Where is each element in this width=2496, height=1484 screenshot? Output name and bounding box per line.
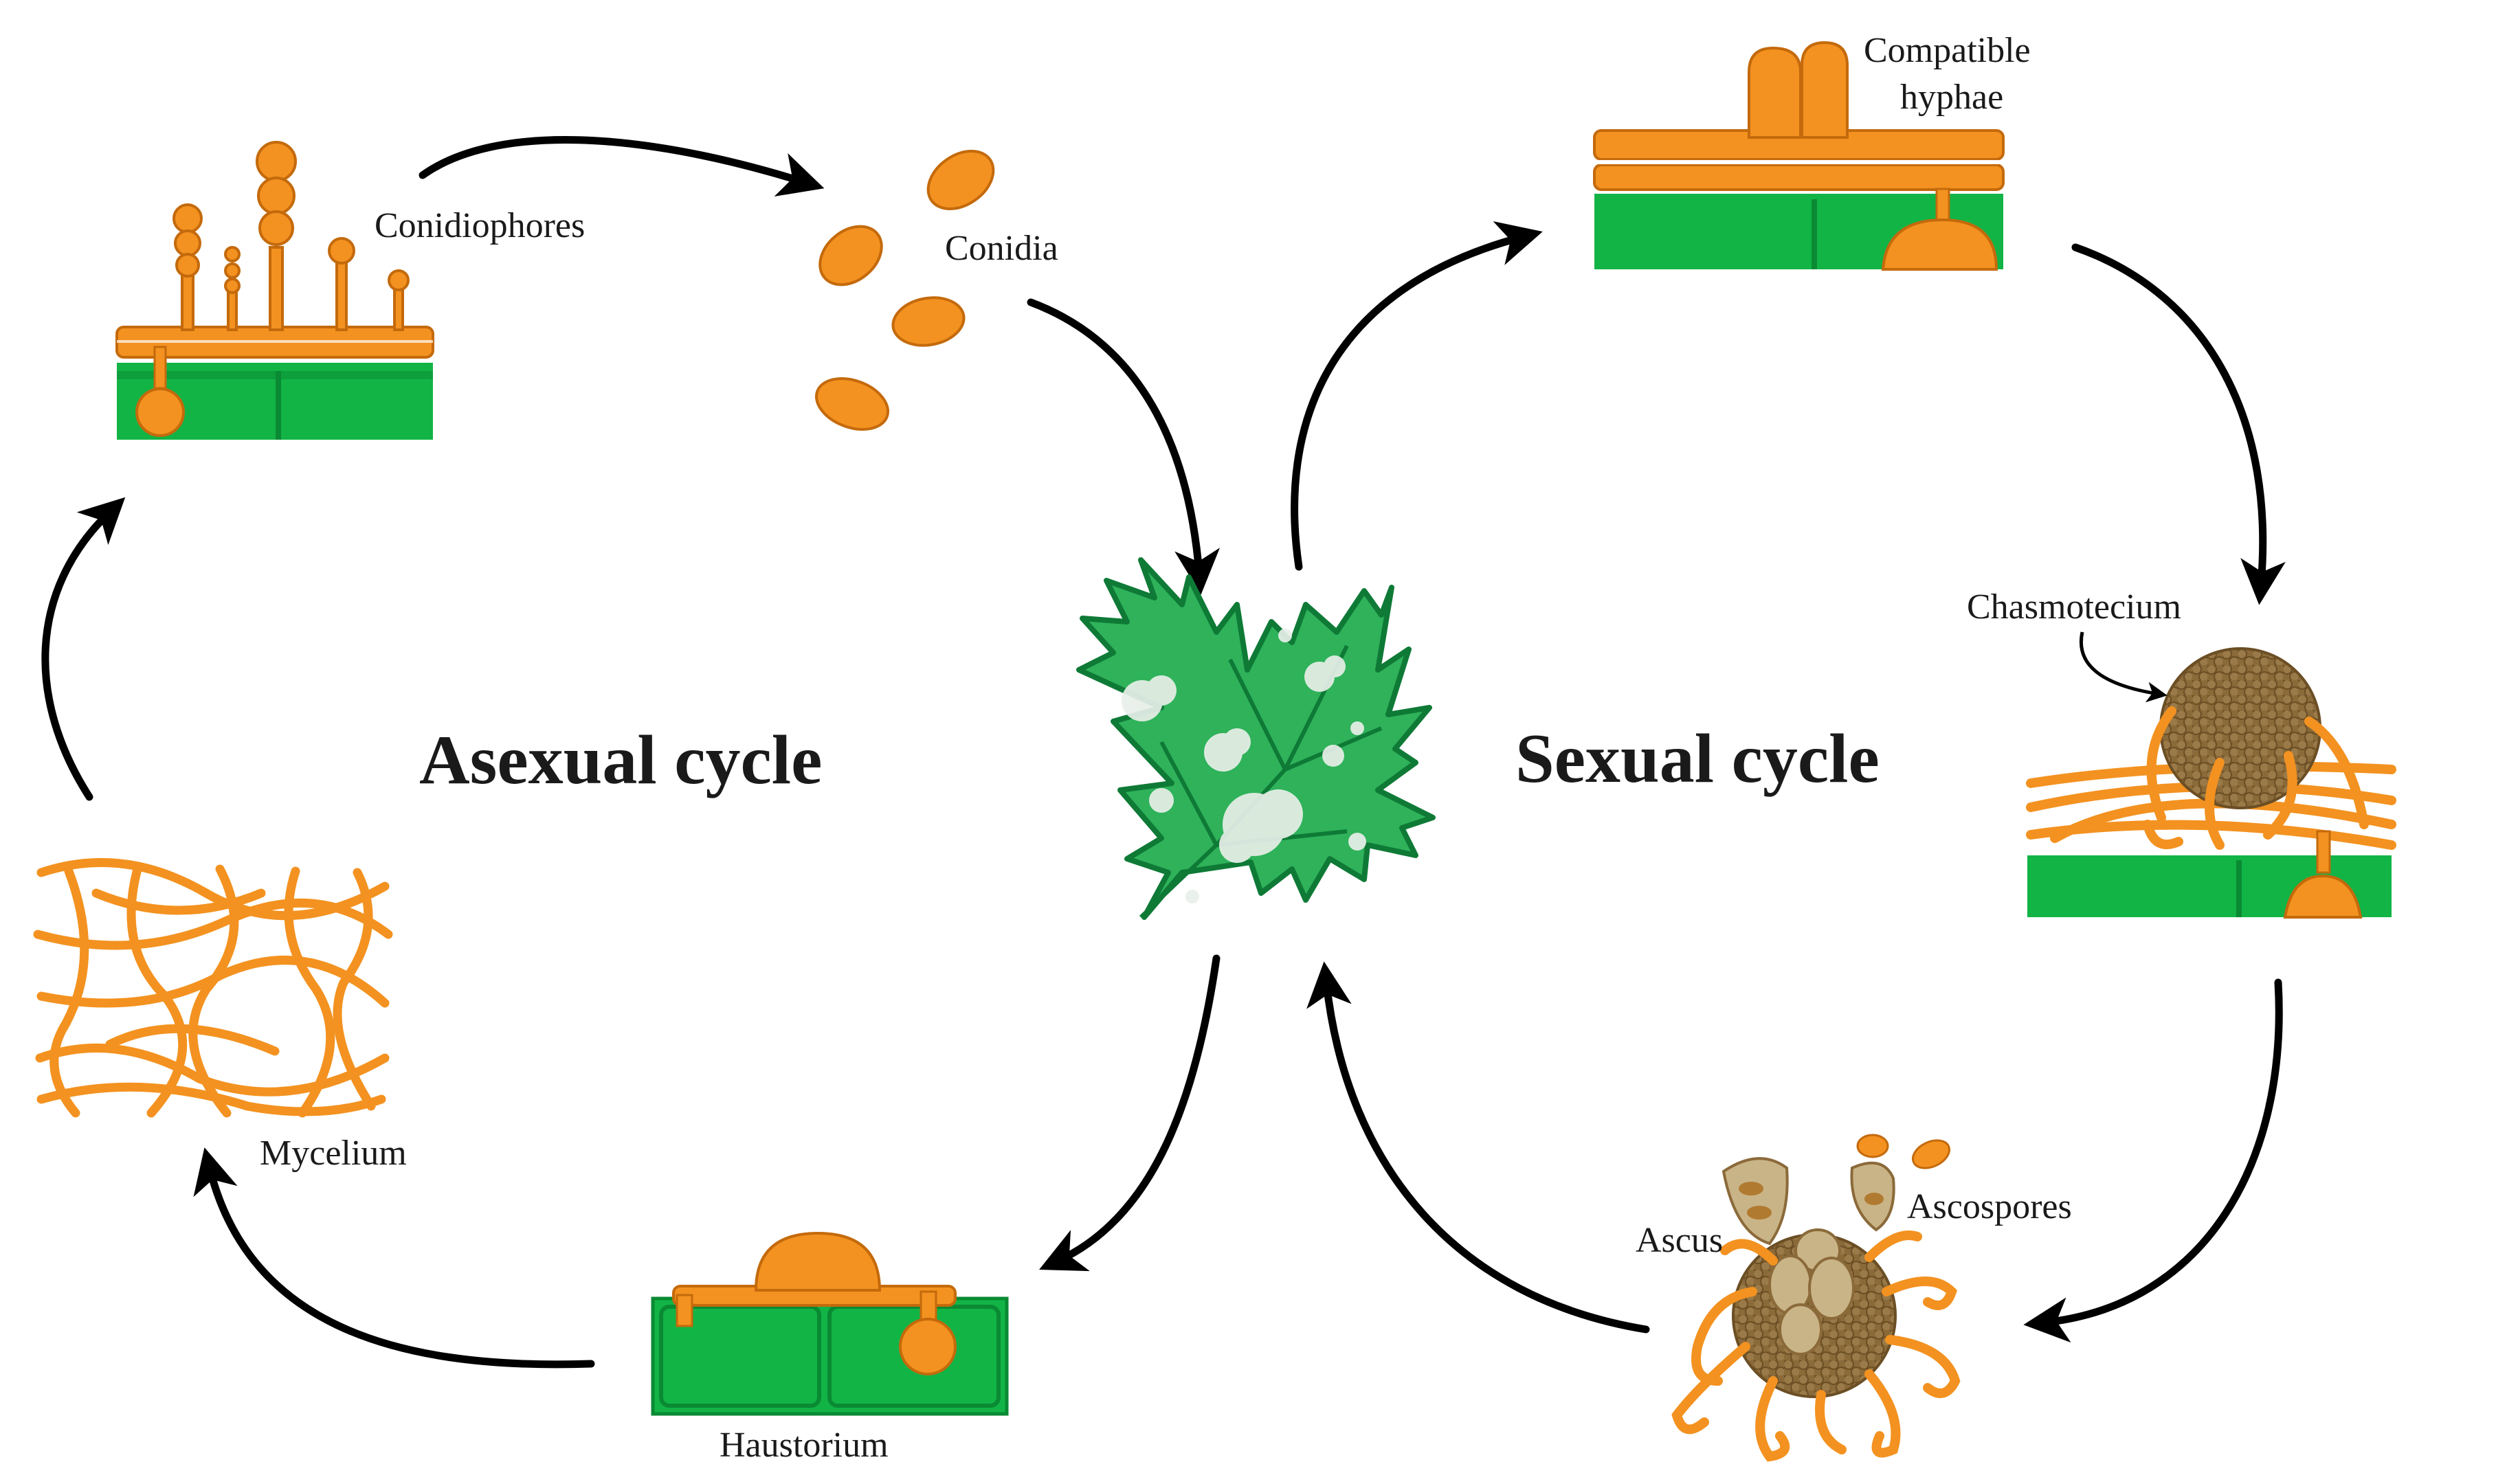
label-haustorium: Haustorium xyxy=(720,1426,889,1465)
label-conidiophores: Conidiophores xyxy=(375,206,585,245)
conidia-illustration xyxy=(814,150,995,431)
label-ascus: Ascus xyxy=(1636,1221,1723,1260)
label-mycelium: Mycelium xyxy=(260,1134,407,1173)
chasmotecium-illustration xyxy=(2026,631,2396,919)
infected-leaf-illustration xyxy=(1076,557,1436,920)
title-sexual-cycle: Sexual cycle xyxy=(1515,720,1880,798)
ascus-ascospores-illustration xyxy=(1671,1134,1961,1462)
label-compatible-hyphae-line1: Compatible xyxy=(1864,31,2031,70)
haustorium-illustration xyxy=(651,1231,1009,1416)
label-ascospores: Ascospores xyxy=(1907,1187,2072,1226)
arrow-conidia-to-leaf xyxy=(1027,298,1221,595)
title-asexual-cycle: Asexual cycle xyxy=(419,721,822,799)
arrow-hyphae-to-chasmotecium xyxy=(2071,243,2286,605)
arrow-leaf-to-haustorium xyxy=(1039,954,1221,1272)
label-chasmotecium: Chasmotecium xyxy=(1967,587,2181,627)
arrow-mycelium-to-conidiophores xyxy=(41,497,126,801)
label-compatible-hyphae-line2: hyphae xyxy=(1900,78,2003,117)
arrow-leaf-to-compatible-hyphae xyxy=(1291,221,1543,571)
conidiophores-illustration xyxy=(115,141,434,440)
arrow-ascospores-to-leaf xyxy=(1306,961,1650,1334)
compatible-hyphae-illustration xyxy=(1593,41,2005,271)
mycelium-illustration xyxy=(33,857,393,1118)
label-conidia: Conidia xyxy=(945,229,1058,268)
arrow-chasmotecium-to-ascospores xyxy=(2023,978,2283,1343)
arrow-haustorium-to-mycelium xyxy=(193,1147,595,1369)
arrow-conidiophores-to-conidia xyxy=(419,136,825,197)
cycle-arrows xyxy=(41,136,2286,1369)
